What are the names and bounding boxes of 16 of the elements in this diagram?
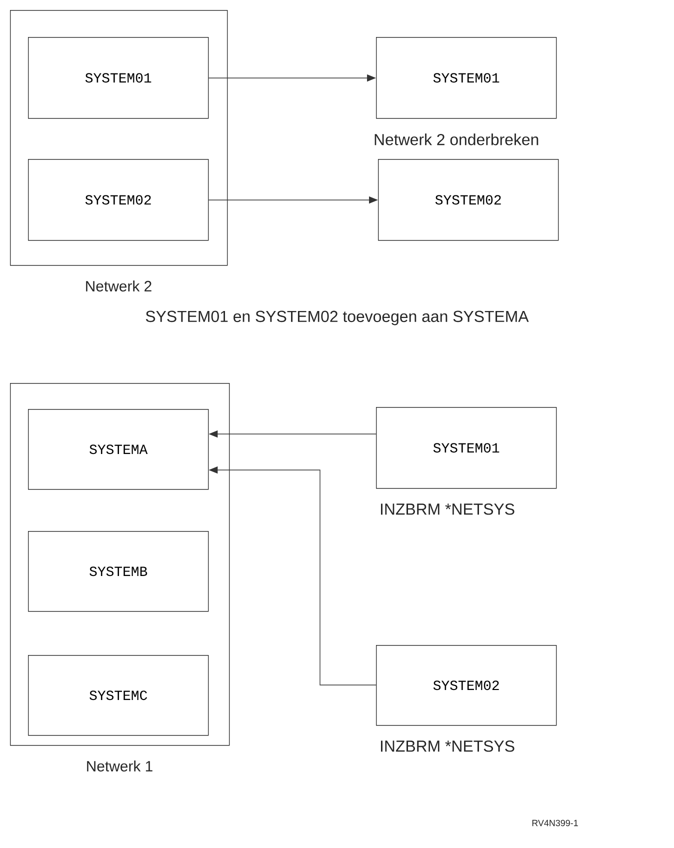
figure-id: RV4N399-1 <box>532 820 578 826</box>
system-box: SYSTEM02 <box>376 645 557 726</box>
group-label: Netwerk 1 <box>87 760 152 772</box>
group-label: Netwerk 2 <box>86 280 152 292</box>
system-box: SYSTEMC <box>28 655 209 736</box>
step-label: INZBRM *NETSYS <box>380 740 514 752</box>
system-box: SYSTEMA <box>28 409 209 490</box>
system-box: SYSTEM01 <box>376 407 557 489</box>
step-label: Netwerk 2 onderbreken <box>374 134 538 146</box>
system-box: SYSTEMB <box>28 531 209 612</box>
system-box: SYSTEM02 <box>28 159 209 241</box>
system-box: SYSTEM01 <box>28 37 209 119</box>
step-heading: SYSTEM01 en SYSTEM02 toevoegen aan SYSTEMA <box>146 310 529 326</box>
system-box: SYSTEM01 <box>376 37 557 119</box>
system-box: SYSTEM02 <box>378 159 559 241</box>
step-label: INZBRM *NETSYS <box>380 504 514 515</box>
